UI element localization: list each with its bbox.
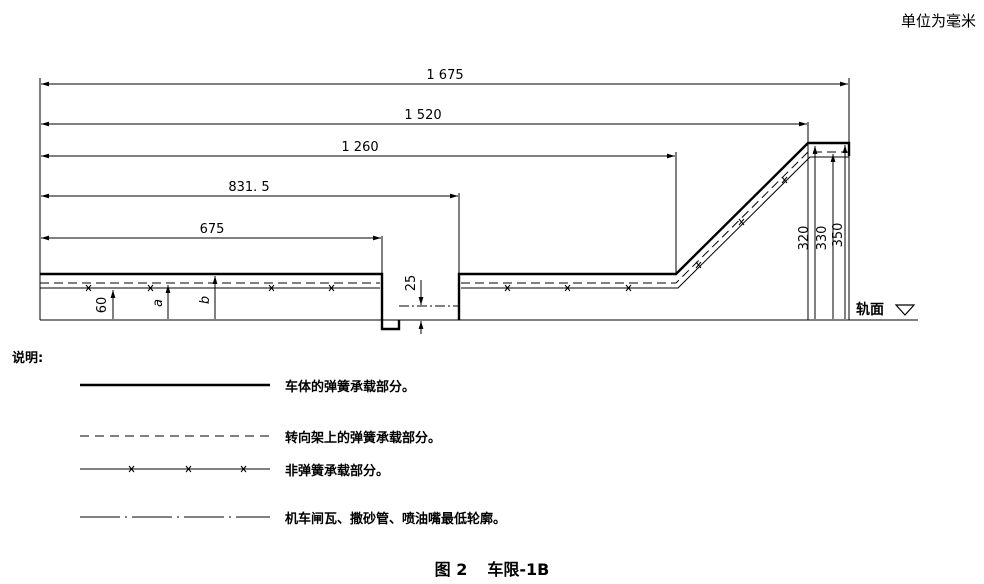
dim-320: 320 [797, 226, 812, 251]
legend-label-unsprung: 非弹簧承载部分。 [285, 464, 390, 479]
legend-label-car-body: 车体的弹簧承载部分。 [285, 380, 416, 395]
dim-1675: 1 675 [426, 68, 463, 83]
dim-350: 350 [831, 223, 846, 248]
rail-level-icon [894, 304, 916, 316]
dim-8315: 831. 5 [228, 180, 269, 195]
unsprung-markers [85, 176, 788, 292]
dim-1260: 1 260 [341, 140, 378, 155]
horizontal-dimensions [41, 81, 848, 241]
bogie-outline [40, 151, 849, 284]
legend-label-bogie: 转向架上的弹簧承载部分。 [285, 431, 442, 446]
legend-label-brake: 机车闸瓦、撒砂管、喷油嘴最低轮廓。 [285, 512, 507, 527]
legend-sample-line-x [80, 465, 270, 473]
unit-note: 单位为毫米 [900, 12, 976, 30]
rail-label: 轨面 [856, 301, 884, 318]
reference-lines [39, 78, 918, 321]
figure-number: 图 2 [434, 560, 468, 579]
dim-b: b [198, 296, 213, 304]
dim-675: 675 [200, 222, 225, 237]
dim-330: 330 [815, 226, 830, 251]
unsprung-outline [40, 156, 849, 289]
car-body-outline [40, 141, 851, 331]
legend-title: 说明: [12, 351, 44, 366]
figure-caption: 图 2 车限-1B [0, 556, 984, 580]
dim-60: 60 [95, 297, 110, 314]
dim-a: a [151, 299, 166, 307]
dim-25: 25 [404, 275, 419, 292]
dim-1520: 1 520 [404, 108, 441, 123]
vertical-dimensions [110, 145, 848, 334]
figure-title: 车限-1B [487, 560, 550, 579]
